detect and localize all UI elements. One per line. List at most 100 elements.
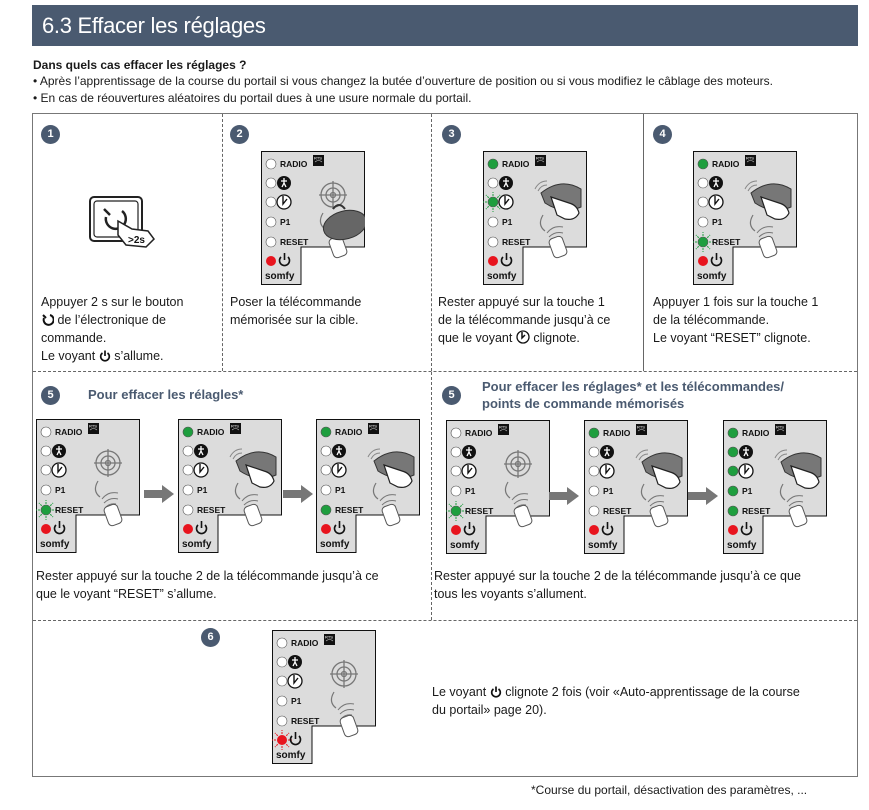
- text-span: clignote.: [533, 331, 580, 345]
- step-6-description: Le voyant clignote 2 fois (voir «Auto-ap…: [432, 683, 852, 719]
- power-icon: [710, 256, 723, 267]
- svg-text:RTS: RTS: [89, 424, 97, 429]
- led-indicator: [588, 446, 600, 458]
- p1-label: P1: [335, 485, 346, 495]
- power-icon: [740, 525, 753, 536]
- power-icon: [53, 524, 66, 535]
- text-line: mémorisée sur la cible.: [230, 313, 359, 327]
- led-indicator: [182, 464, 194, 476]
- led-indicator: [276, 637, 288, 649]
- power-icon: [278, 256, 291, 267]
- press-button-icon: >2s: [89, 196, 155, 248]
- radio-waves-icon: [546, 226, 564, 238]
- radio-waves-icon: [367, 448, 381, 460]
- led-indicator: [697, 236, 709, 248]
- target-icon: [94, 449, 122, 477]
- p1-label: P1: [280, 217, 291, 227]
- pressing-hand-icon: [651, 465, 681, 489]
- reset-button-icon: [42, 314, 54, 326]
- text-line: Appuyer 2 s sur le bouton: [41, 295, 184, 309]
- brand-logo: somfy: [450, 540, 480, 551]
- step-2-description: Poser la télécommande mémorisée sur la c…: [230, 293, 430, 329]
- svg-text:RTS: RTS: [325, 635, 333, 640]
- radio-waves-icon: [241, 494, 259, 506]
- step-5a-title: Pour effacer les rélagles*: [88, 387, 244, 402]
- svg-text:RTS: RTS: [369, 424, 377, 429]
- brand-logo: somfy: [40, 539, 70, 550]
- power-led: [321, 524, 331, 534]
- led-indicator: [265, 158, 277, 170]
- text-span: que le voyant: [438, 331, 513, 345]
- panel-body: [272, 630, 376, 764]
- text-line: Poser la télécommande: [230, 295, 362, 309]
- text-span: Le voyant: [432, 685, 487, 699]
- radio-waves-icon: [229, 448, 243, 460]
- led-blink-rays: [693, 232, 713, 252]
- remote-icon: [243, 503, 263, 527]
- led-indicator: [727, 465, 739, 477]
- brand-logo: somfy: [588, 540, 618, 551]
- radio-waves-icon: [379, 494, 397, 506]
- text-line: commande.: [41, 331, 107, 345]
- divider: [222, 114, 223, 371]
- led-indicator: [588, 427, 600, 439]
- pressing-hand-icon: [550, 196, 580, 220]
- curved-arrow-icon: [779, 483, 786, 501]
- power-icon: [99, 350, 110, 362]
- reset-label: RESET: [712, 237, 741, 247]
- led-indicator: [40, 484, 52, 496]
- text-span: clignote 2 fois (voir «Auto-apprentissag…: [505, 685, 800, 699]
- led-indicator: [727, 505, 739, 517]
- intro-bullet: • Après l’apprentissage de la course du …: [33, 74, 773, 88]
- divider: [643, 114, 644, 371]
- divider: [33, 620, 857, 621]
- curved-arrow-icon: [234, 482, 241, 500]
- text-line: Le voyant “RESET” clignote.: [653, 331, 811, 345]
- arrow-right-icon: [549, 487, 579, 505]
- power-led: [451, 525, 461, 535]
- led-indicator: [265, 177, 277, 189]
- brand-logo: somfy: [276, 750, 306, 761]
- reset-label: RESET: [280, 237, 309, 247]
- led-blink-rays: [446, 501, 466, 521]
- p1-label: P1: [712, 217, 723, 227]
- curved-arrow-icon: [94, 480, 101, 498]
- section-header: 6.3 Effacer les réglages: [32, 5, 858, 46]
- curved-arrow-icon: [372, 482, 379, 500]
- radio-label: RADIO: [280, 159, 308, 169]
- reset-label: RESET: [603, 506, 632, 516]
- panel-body: [446, 420, 550, 554]
- led-indicator: [276, 656, 288, 668]
- press-duration-label: >2s: [128, 235, 145, 246]
- led-indicator: [487, 216, 499, 228]
- arrow-right-icon: [688, 487, 718, 505]
- text-span: de l’électronique de: [57, 313, 166, 327]
- led-indicator: [320, 426, 332, 438]
- power-icon: [463, 525, 476, 536]
- p1-label: P1: [465, 486, 476, 496]
- step-badge-1: 1: [41, 125, 60, 144]
- pressing-hand-icon: [760, 196, 790, 220]
- led-indicator: [40, 445, 52, 457]
- reset-label: RESET: [291, 716, 320, 726]
- text-line: Rester appuyé sur la touche 1: [438, 295, 605, 309]
- power-led: [183, 524, 193, 534]
- led-indicator: [487, 177, 499, 189]
- target-icon: [330, 660, 358, 688]
- step-5b-description: Rester appuyé sur la touche 2 de la télé…: [434, 567, 854, 603]
- divider: [431, 114, 432, 371]
- step-badge-6: 6: [201, 628, 220, 647]
- led-indicator: [450, 465, 462, 477]
- power-led: [277, 735, 287, 745]
- led-indicator: [40, 426, 52, 438]
- led-indicator: [727, 485, 739, 497]
- reset-label: RESET: [465, 506, 494, 516]
- led-indicator: [697, 177, 709, 189]
- arrow-right-icon: [283, 485, 313, 503]
- pressing-hand-icon: [383, 464, 413, 488]
- svg-text:RTS: RTS: [536, 156, 544, 161]
- power-icon: [601, 525, 614, 536]
- reset-label: RESET: [742, 506, 771, 516]
